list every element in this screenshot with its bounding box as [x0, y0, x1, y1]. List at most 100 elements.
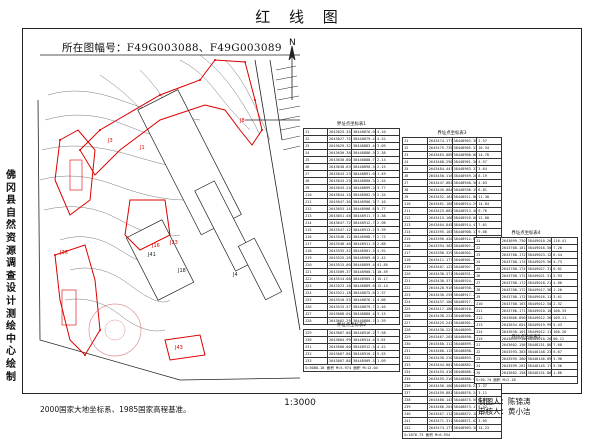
table-cell: 38448909.543	[351, 357, 376, 365]
table-cell: J32	[402, 354, 428, 362]
table-cell: 5.55	[375, 350, 400, 358]
table-cell: 2643475.739	[426, 144, 453, 152]
table-cell: 2643708.172	[499, 251, 527, 259]
table-cell: 38448886.366	[351, 149, 376, 157]
table-cell: 2643430.210	[426, 354, 453, 362]
table-cell: J22	[303, 275, 328, 283]
table-cell: J4	[303, 149, 328, 157]
table-footer: S=3088.18 面积 M=5.974 面积 M=12.04	[303, 364, 400, 372]
table-cell: 4.92	[375, 247, 400, 255]
table-cell: 1.49	[375, 170, 400, 178]
table-cell: 2643708.163	[499, 300, 527, 308]
table-cell: 38448899.262	[351, 184, 376, 192]
table-cell: 38449016.110	[525, 293, 553, 301]
table-cell: 3.90	[551, 355, 578, 363]
table-cell: 38448936.154	[451, 186, 478, 194]
table-cell: J2	[303, 135, 328, 143]
table-cell: J22	[402, 284, 428, 292]
table-cell: J13	[303, 212, 328, 220]
table-cell: 2643535.325	[327, 247, 352, 255]
table-cell: 2643651.489	[327, 212, 352, 220]
table-cell: 38448916.262	[351, 329, 376, 337]
table-cell: J5	[402, 165, 428, 173]
map-label: J3	[108, 138, 113, 144]
table-cell: 38448900.158	[351, 268, 376, 276]
table-caption: 界址点坐标表5	[511, 335, 541, 340]
table-cell: 2643634.601	[499, 321, 527, 329]
table-cell: 2643447.081	[426, 179, 453, 187]
table-cell: 14.23	[476, 424, 502, 432]
table-footer: S=30.74 面积 M=2.18	[474, 376, 578, 384]
table-cell: 109.11	[551, 314, 578, 322]
table-cell: J21	[303, 268, 328, 276]
table-cell: J3	[402, 151, 428, 159]
table-cell: J33	[402, 361, 428, 369]
table-cell: 2643455.210	[426, 375, 453, 383]
map-scale: 1:3000	[284, 398, 316, 408]
table-cell: 2.34	[375, 177, 400, 185]
table-cell: 2643643.245	[327, 184, 352, 192]
table-cell: 2643461.168	[426, 200, 453, 208]
table-cell: 2.46	[375, 303, 400, 311]
table-cell: 100.33	[551, 307, 578, 315]
table-cell: J14	[402, 228, 428, 236]
table-cell: 8.19	[476, 172, 502, 180]
table-cell: J17	[303, 240, 328, 248]
table-cell: 38448879.416	[351, 135, 376, 143]
table-cell: 1.86	[551, 369, 578, 377]
table-cell: 2643638.639	[327, 163, 352, 171]
table-cell: 2.32	[551, 300, 578, 308]
table-cell: 38448913.211	[351, 226, 376, 234]
table-cell: J15	[303, 226, 328, 234]
table-cell: 38448911.573	[351, 240, 376, 248]
table-cell: 3.64	[476, 165, 502, 173]
table-cell: 38448890.381	[351, 177, 376, 185]
table-cell: 38448151.862	[525, 341, 553, 349]
table-cell: 2643607.863	[327, 329, 352, 337]
table-cell: 1.09	[375, 357, 400, 365]
table-cell: 2.98	[375, 219, 400, 227]
table-cell: 38448961.382	[451, 158, 478, 166]
table-cell: J10	[303, 191, 328, 199]
table-cell: J10	[402, 200, 428, 208]
map-frame	[22, 28, 582, 394]
table-cell: 38448899.465	[351, 261, 376, 269]
table-cell: 2643525.283	[327, 254, 352, 262]
table-cell: 2643437.180	[426, 298, 453, 306]
table-cell: 38448876.092	[351, 128, 376, 136]
table-cell: J2	[474, 348, 501, 356]
table-cell: 2643600.000	[327, 343, 352, 351]
map-label: J16	[152, 243, 160, 249]
coordinate-system-note: 2000国家大地坐标系、1985国家高程基准。	[40, 405, 191, 414]
table-cell: 38449012.383	[525, 314, 553, 322]
table-cell: J4	[474, 258, 501, 266]
table-cell: 38448912.540	[351, 343, 376, 351]
table-cell: J1	[474, 341, 501, 349]
map-label: J43	[175, 345, 183, 351]
table-cell: J32	[303, 350, 328, 358]
table-cell: J2	[474, 244, 501, 252]
table-cell: J19	[402, 263, 428, 271]
north-label: N	[289, 38, 296, 48]
table-cell: J8	[303, 177, 328, 185]
table-cell: 38448911.061	[451, 193, 478, 201]
table-cell: 38448875.810	[351, 289, 376, 297]
table-cell: 2643643.236	[327, 177, 352, 185]
table-cell: J9	[474, 293, 501, 301]
